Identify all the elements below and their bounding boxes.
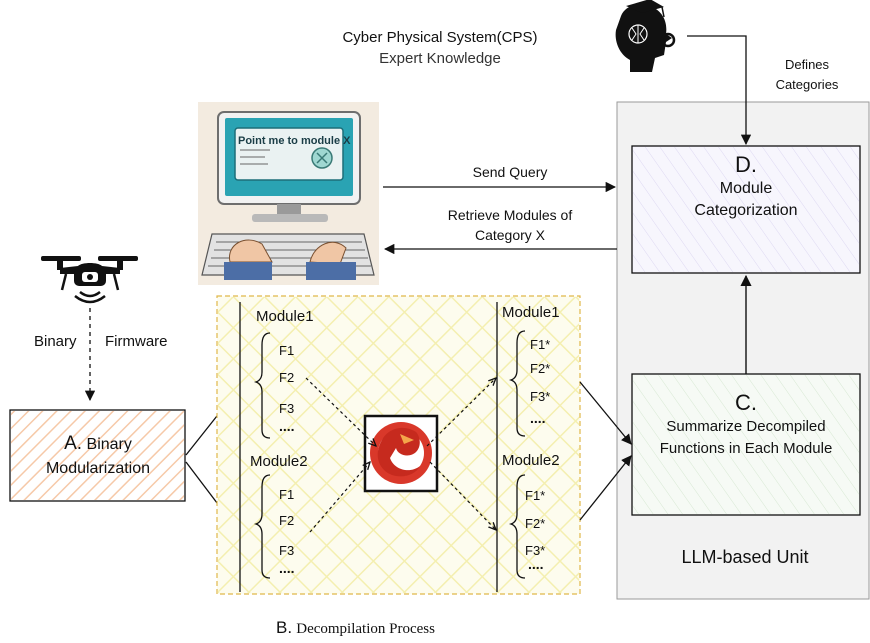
box-d-letter: D.	[735, 152, 757, 177]
right-module2-brace	[508, 474, 526, 579]
box-c-line1: Summarize Decompiled	[666, 418, 826, 435]
decompiler-to-module1-arrow	[426, 378, 496, 447]
screen-text: Point me to module X	[238, 135, 351, 147]
left-module1-f1: F1	[279, 343, 295, 358]
computer-illustration	[198, 102, 379, 285]
left-module1-more: ....	[279, 418, 295, 434]
left-module1-title: Module1	[256, 308, 314, 325]
decompilation-caption-text: Decompilation Process	[296, 621, 435, 637]
defines-categories-label: Defines Categories	[752, 55, 862, 95]
f2-to-decompiler-arrow	[305, 377, 376, 446]
decompiler-to-module2-arrow	[429, 461, 496, 530]
retrieve-label-line2: Category X	[474, 227, 546, 243]
module2-to-c-arrow	[579, 455, 632, 521]
left-module2-f1: F1	[279, 487, 295, 502]
box-a-letter: A.	[64, 433, 83, 454]
module1-to-c-arrow	[579, 381, 632, 445]
decompilation-caption: B. Decompilation Process	[276, 618, 435, 638]
box-d-text: D. Module Categorization	[632, 152, 860, 222]
firmware-label: Firmware	[105, 333, 168, 350]
right-module2-f1: F1*	[525, 488, 546, 503]
box-a-word2: Modularization	[45, 460, 151, 477]
right-module2-f3: F3*	[525, 543, 546, 558]
right-module1-f1: F1*	[530, 337, 551, 352]
right-module1-brace	[508, 330, 526, 437]
defines-line2: Categories	[775, 77, 839, 92]
left-module1-f3: F3	[279, 401, 295, 416]
decompiler-dragon-icon	[363, 414, 439, 493]
expert-head-icon	[615, 0, 676, 73]
retrieve-label-line1: Retrieve Modules of	[447, 207, 573, 223]
expert-knowledge-label: Expert Knowledge	[379, 50, 501, 67]
left-module2-title: Module2	[250, 453, 308, 470]
left-module2-f3: F3	[279, 543, 295, 558]
right-module1-title: Module1	[502, 304, 560, 321]
right-module1-more: ....	[530, 410, 546, 426]
decompilation-letter: B.	[276, 618, 293, 637]
defines-categories-arrow	[687, 35, 752, 146]
right-module2-f2: F2*	[525, 516, 546, 531]
binary-label: Binary	[34, 333, 77, 350]
left-module2-brace	[253, 474, 271, 579]
defines-line1: Defines	[784, 57, 830, 72]
right-module2-more: ....	[528, 556, 544, 572]
left-module1-brace	[253, 332, 271, 439]
left-module1-f2: F2	[279, 370, 295, 385]
right-module1-f2: F2*	[530, 361, 551, 376]
llm-unit-label: LLM-based Unit	[681, 547, 809, 567]
box-a-word1: Binary	[86, 436, 132, 453]
box-c-line2: Functions in Each Module	[659, 440, 833, 457]
box-a-text: A. Binary Modularization	[10, 432, 186, 481]
left-module2-more: ....	[279, 560, 295, 576]
box-d-line2: Categorization	[694, 202, 798, 219]
box-d-line1: Module	[719, 180, 773, 197]
left-module2-f2: F2	[279, 513, 295, 528]
send-query-label: Send Query	[472, 164, 548, 180]
drone-icon	[41, 256, 138, 304]
box-c-letter: C.	[735, 390, 757, 415]
box-c-text: C. Summarize Decompiled Functions in Eac…	[632, 390, 860, 460]
right-module1-f3: F3*	[530, 389, 551, 404]
right-module2-title: Module2	[502, 452, 560, 469]
cps-title: Cyber Physical System(CPS)	[342, 29, 538, 46]
